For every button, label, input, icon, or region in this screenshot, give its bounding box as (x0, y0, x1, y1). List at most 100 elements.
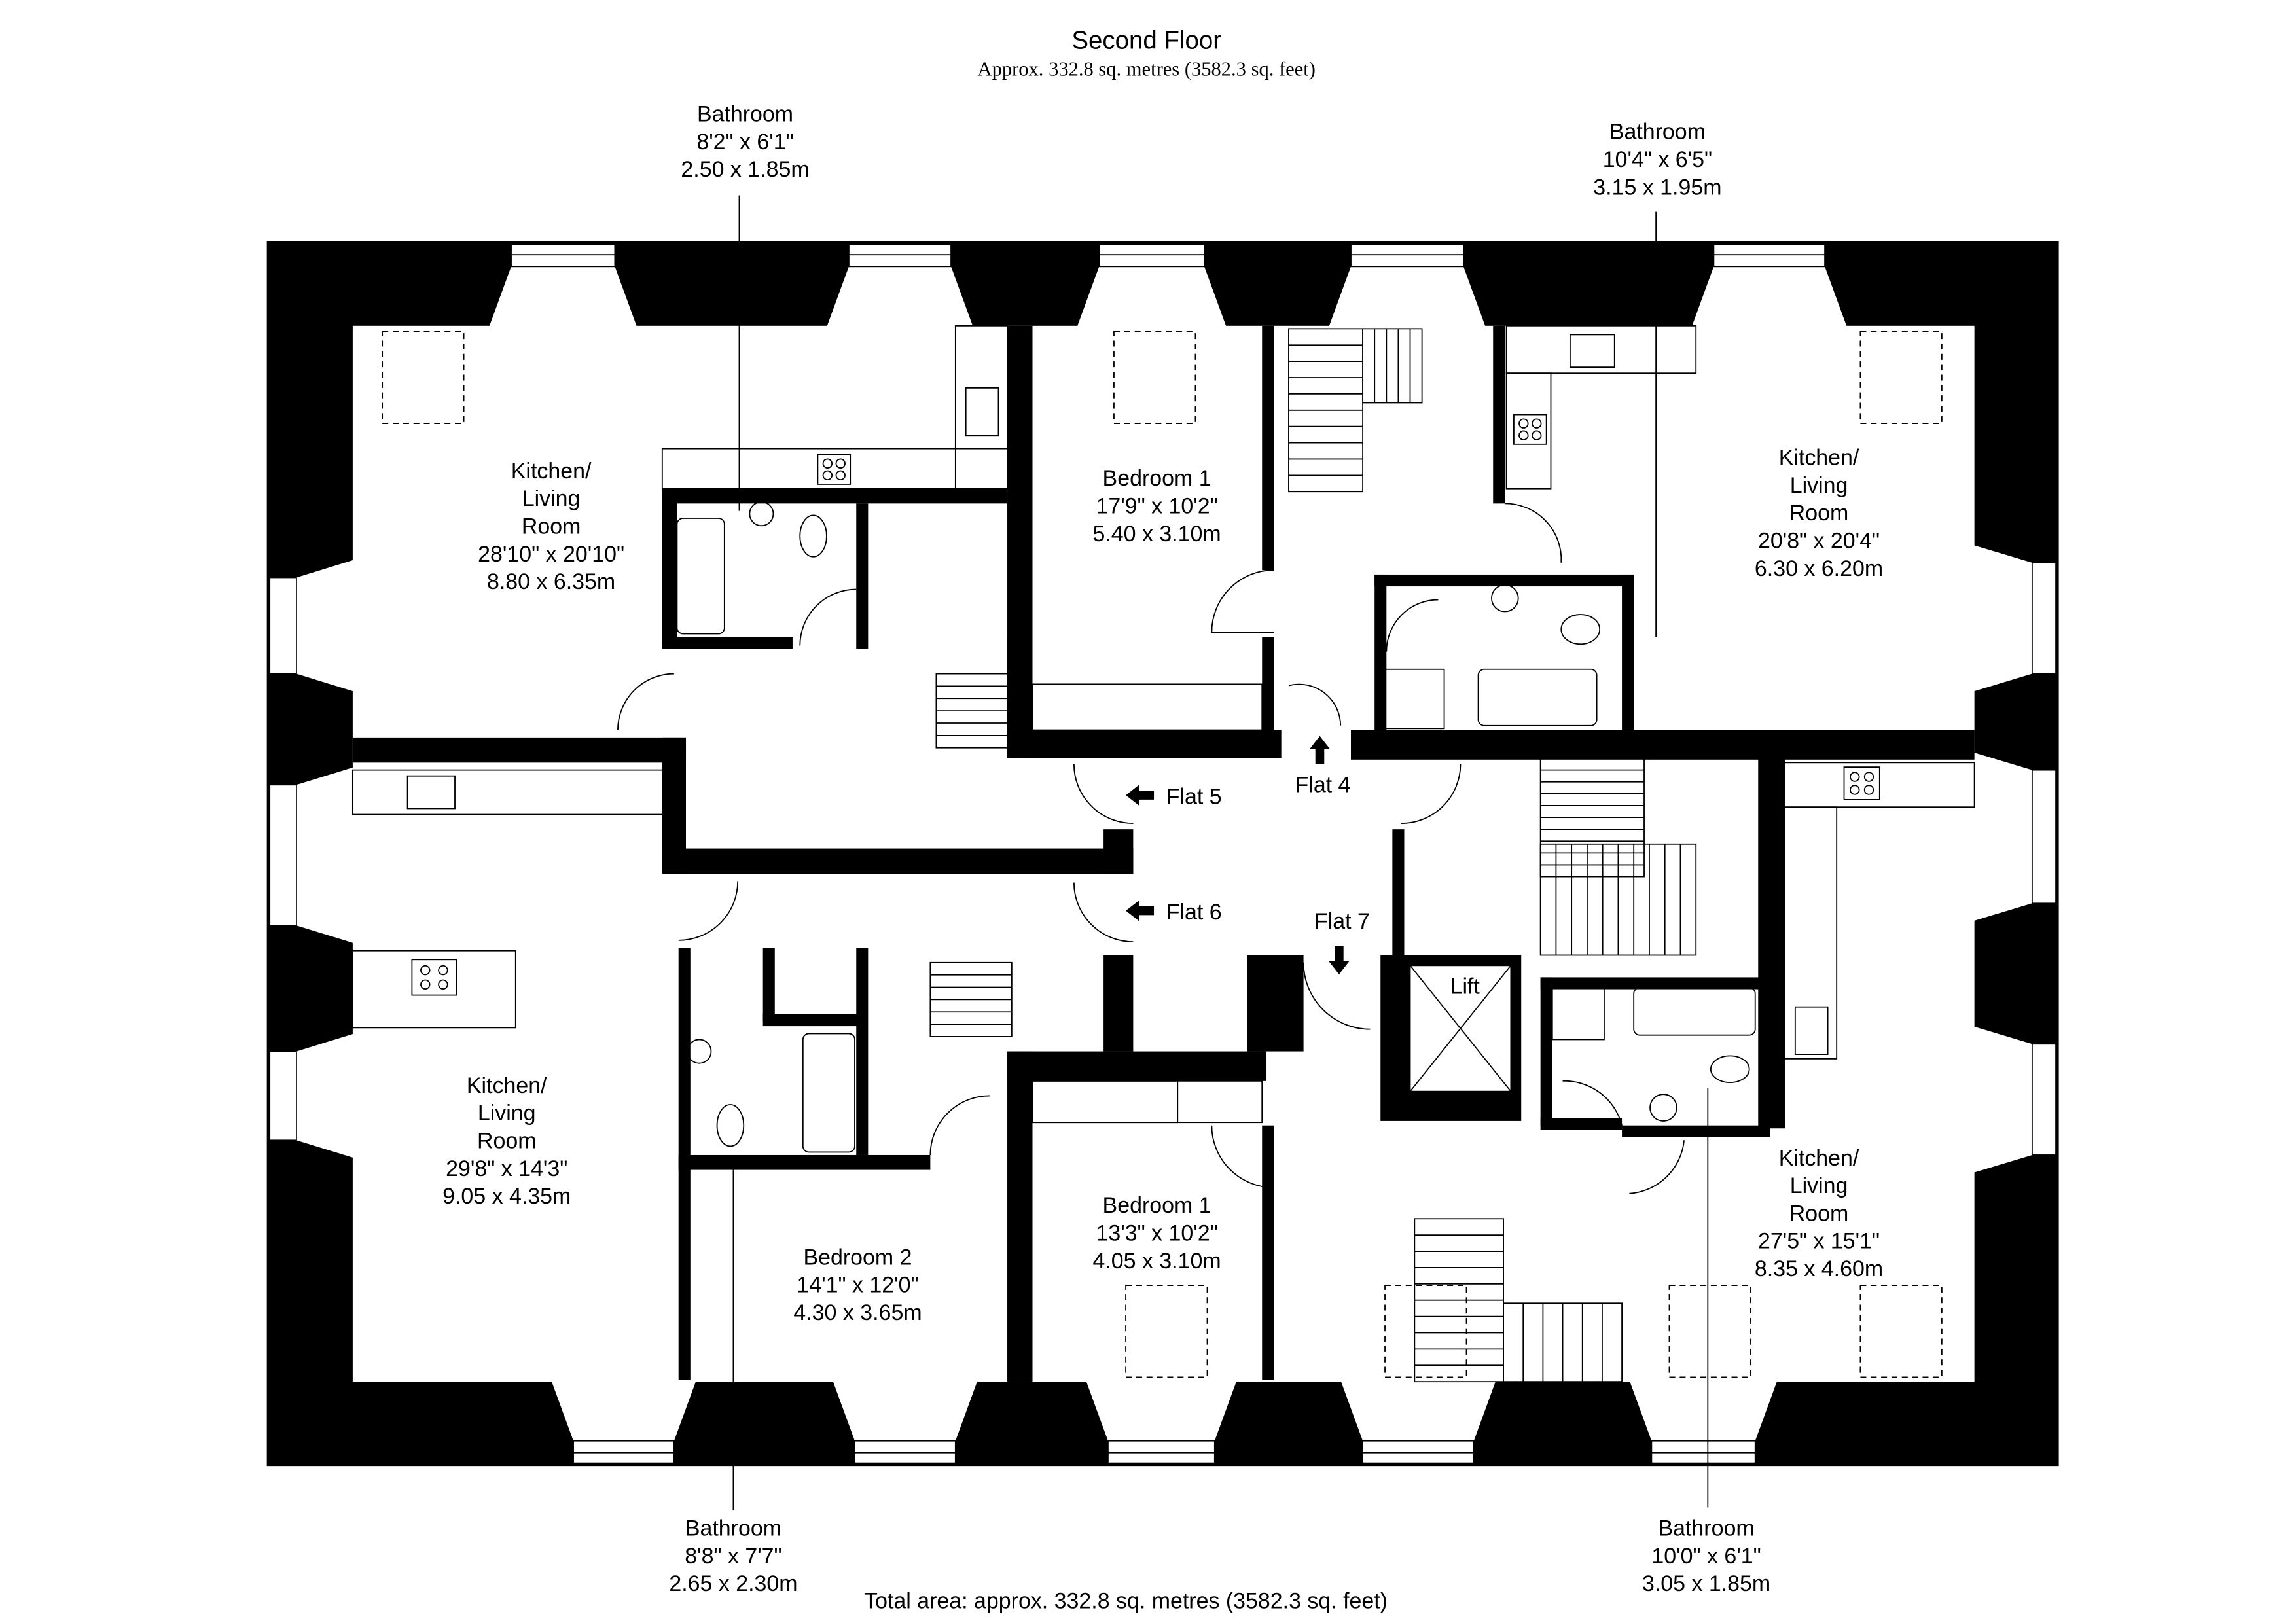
skylight (1859, 1285, 1943, 1378)
hob-ring (438, 965, 448, 976)
window (848, 243, 952, 268)
room-label-bedroom2: 14'1" x 12'0" (797, 1273, 918, 1298)
door-swing (1386, 599, 1439, 652)
bathtub-icon (1633, 987, 1756, 1036)
window (1350, 243, 1464, 268)
hob-ring (1532, 430, 1542, 440)
skylight (1125, 1285, 1208, 1378)
interior-wall (1540, 1118, 1623, 1130)
door-swing (929, 1095, 990, 1155)
flat7-label: Flat 7 (1314, 909, 1370, 934)
bathtub-icon (676, 518, 725, 635)
hob-ring (1850, 772, 1860, 782)
door-swing (678, 881, 739, 941)
arrow-left-icon (1126, 785, 1155, 806)
window (269, 784, 297, 927)
interior-wall (662, 488, 677, 649)
room-label-bathroom-bottom-left: Bathroom (685, 1516, 781, 1541)
interior-wall (1622, 574, 1634, 730)
kitchen-counter (1784, 762, 1975, 808)
toilet-icon (1560, 614, 1601, 645)
interior-wall (1007, 636, 1033, 756)
interior-wall (678, 1154, 931, 1170)
room-label-bathroom-bottom-right: 10'0" x 6'1" (1651, 1544, 1761, 1569)
window-bay (1340, 1380, 1496, 1441)
interior-wall (1007, 1051, 1267, 1081)
room-label-kitchen-top-right: Room (1789, 501, 1849, 526)
floor-area-subtitle: Approx. 332.8 sq. metres (3582.3 sq. fee… (978, 58, 1316, 80)
window (1098, 243, 1205, 268)
window (1362, 1440, 1475, 1464)
flat4-label: Flat 4 (1295, 773, 1351, 798)
room-label-kitchen-bottom-right: Living (1790, 1173, 1848, 1198)
interior-wall (1540, 977, 1763, 990)
interior-wall (1351, 730, 1975, 760)
room-label-bedroom1-top: Bedroom 1 (1103, 466, 1211, 491)
room-label-kitchen-bottom-left: Living (478, 1101, 536, 1126)
kitchen-counter (1505, 325, 1697, 374)
room-label-bathroom-top-right: 3.15 x 1.95m (1593, 175, 1721, 200)
interior-space (352, 325, 1975, 1382)
kitchen-counter (351, 950, 516, 1029)
toilet-icon (716, 1104, 745, 1147)
flat6-label: Flat 6 (1166, 900, 1222, 925)
door-swing (1562, 1080, 1623, 1126)
door-swing (1073, 764, 1134, 825)
room-label-kitchen-bottom-left: Kitchen/ (467, 1073, 547, 1098)
room-label-bathroom-top-left: 8'2" x 6'1" (696, 130, 793, 154)
room-label-bathroom-bottom-right: Bathroom (1658, 1516, 1754, 1541)
room-label-kitchen-top-right: 6.30 x 6.20m (1755, 556, 1883, 581)
basin-icon (1649, 1094, 1677, 1122)
interior-wall (1247, 955, 1304, 1052)
window-bay (489, 266, 637, 328)
skylight (1384, 1285, 1467, 1378)
door-swing (1211, 1125, 1274, 1188)
window (2031, 769, 2056, 904)
lift-label: Lift (1450, 974, 1480, 999)
door-swing (1401, 764, 1462, 825)
shower-tray-icon (1384, 668, 1445, 730)
interior-wall (1262, 1125, 1274, 1380)
room-label-bathroom-bottom-right: 3.05 x 1.85m (1642, 1571, 1770, 1596)
interior-wall (662, 488, 1008, 504)
room-label-kitchen-top-right: Kitchen/ (1779, 446, 1859, 471)
window-bay (833, 1380, 978, 1441)
window (1651, 1440, 1756, 1464)
window-bay (551, 1380, 696, 1441)
basin-icon (687, 1039, 712, 1064)
interior-wall (1392, 829, 1405, 955)
interior-wall (762, 1014, 859, 1027)
interior-wall (1622, 1125, 1770, 1137)
room-label-kitchen-top-left: 28'10" x 20'10" (478, 542, 624, 567)
fixtures (351, 325, 1975, 1383)
bathtub-icon (1477, 668, 1598, 726)
window-bay (1973, 544, 2032, 692)
interior-wall (1007, 1051, 1033, 1382)
window (1107, 1440, 1215, 1464)
window-bay (296, 560, 355, 692)
room-label-bedroom1-bottom: 13'3" x 10'2" (1096, 1221, 1218, 1246)
hob-ring (1518, 418, 1529, 429)
interior-wall (1540, 977, 1552, 1126)
lift-cross (1409, 965, 1512, 1092)
window (511, 243, 616, 268)
kitchen-counter (1784, 806, 1838, 1060)
window (1713, 243, 1825, 268)
interior-wall (856, 503, 869, 649)
room-label-bathroom-top-left: Bathroom (697, 102, 793, 127)
total-area: Total area: approx. 332.8 sq. metres (35… (864, 1588, 1388, 1613)
door-swing (1073, 882, 1134, 943)
sink-icon (965, 387, 999, 437)
floor-title: Second Floor (1071, 27, 1221, 55)
hob-ring (1850, 785, 1860, 795)
kitchen-counter (1505, 372, 1552, 490)
room-label-bedroom1-top: 5.40 x 3.10m (1092, 522, 1221, 546)
toilet-icon (1710, 1055, 1750, 1083)
window-bay (296, 767, 355, 944)
skylight (1668, 1285, 1751, 1378)
interior-wall (1758, 758, 1785, 1129)
door-swing (617, 673, 674, 730)
window-bay (826, 266, 973, 328)
